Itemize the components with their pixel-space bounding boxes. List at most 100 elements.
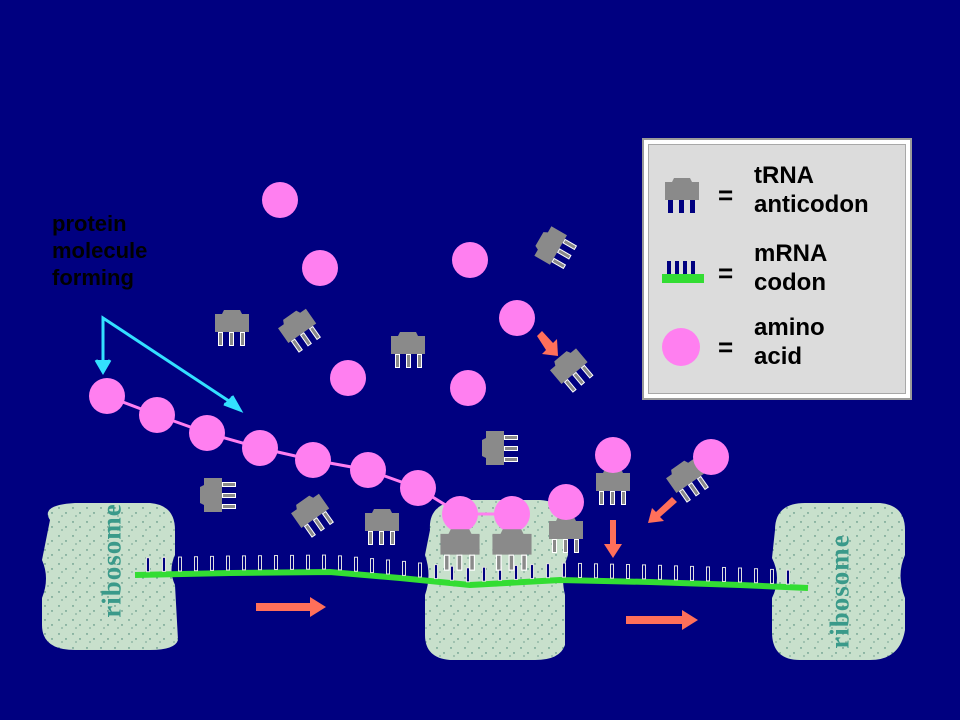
codon-tick: [754, 568, 758, 584]
legend-trna-line1: tRNA: [754, 162, 814, 189]
free-trna: [365, 509, 399, 545]
free-trna: [275, 305, 325, 355]
incoming-trna: [595, 437, 631, 505]
legend-mrna-line2: codon: [754, 269, 826, 296]
codon-tick: [674, 565, 678, 581]
codon-tick: [162, 556, 166, 572]
mrna-codons: [146, 554, 790, 585]
codon-tick: [418, 562, 422, 578]
direction-arrows: [256, 331, 698, 630]
free-amino-acids: [262, 182, 535, 406]
chain-amino-acid-9: [494, 496, 530, 532]
codon-tick: [738, 567, 742, 583]
codon-tick: [370, 558, 374, 574]
legend-equals-1: =: [718, 180, 734, 210]
codon-tick: [578, 562, 582, 578]
codon-tick: [642, 564, 646, 580]
codon-tick: [146, 557, 150, 573]
free-trna: [530, 224, 580, 272]
free-amino-acid: [499, 300, 535, 336]
codon-tick: [466, 567, 470, 583]
codon-tick: [690, 565, 694, 581]
codon-tick: [338, 555, 342, 571]
free-amino-acid: [302, 250, 338, 286]
codon-tick: [226, 555, 230, 571]
amino-acid-icon: [662, 328, 700, 366]
protein-pointer: [94, 315, 244, 413]
free-trna: [215, 310, 249, 346]
bound-trna: [492, 529, 532, 571]
trna-icon: [665, 178, 699, 213]
codon-tick: [194, 556, 198, 572]
free-trna: [200, 478, 236, 512]
codon-tick: [610, 563, 614, 579]
codon-tick: [786, 569, 790, 585]
codon-tick: [530, 564, 534, 580]
legend-mrna-line1: mRNA: [754, 240, 828, 267]
free-amino-acid: [450, 370, 486, 406]
mrna-strand: [134, 554, 809, 591]
codon-tick: [514, 564, 518, 580]
codon-tick: [290, 554, 294, 570]
chain-amino-acid-1: [89, 378, 125, 414]
codon-tick: [594, 563, 598, 579]
chain-amino-acid-4: [242, 430, 278, 466]
incoming-trna: [663, 439, 729, 505]
free-amino-acid: [262, 182, 298, 218]
codon-tick: [258, 555, 262, 571]
amino-acid-binding-arrow: [537, 331, 558, 356]
codon-tick: [626, 564, 630, 580]
codon-tick: [706, 566, 710, 582]
ribosome-right: [772, 503, 905, 660]
codon-tick: [562, 562, 566, 578]
trna-entry-arrow: [604, 520, 622, 558]
free-trna: [482, 431, 518, 465]
codon-tick: [482, 566, 486, 582]
chain-amino-acid-6: [350, 452, 386, 488]
codon-tick: [322, 554, 326, 570]
codon-tick: [450, 565, 454, 581]
mrna-direction-arrow: [626, 610, 698, 630]
bound-trnas: [440, 437, 729, 571]
mrna-codon-icon: [662, 261, 704, 283]
codon-tick: [402, 560, 406, 576]
ribosome-left: [42, 503, 178, 650]
protein-label-line2: molecule: [52, 238, 148, 263]
chain-amino-acid-7: [400, 470, 436, 506]
codon-tick: [658, 564, 662, 580]
codon-tick: [274, 555, 278, 571]
legend-equals-2: =: [718, 258, 734, 288]
codon-tick: [386, 559, 390, 575]
codon-tick: [178, 556, 182, 572]
legend-icon-layer: [662, 178, 704, 366]
chain-amino-acid-8: [442, 496, 478, 532]
legend-equals-3: =: [718, 332, 734, 362]
free-amino-acid: [452, 242, 488, 278]
legend-trna-line2: anticodon: [754, 191, 869, 218]
free-amino-acid: [330, 360, 366, 396]
incoming-trna: [548, 484, 584, 553]
protein-label-line1: protein: [52, 211, 127, 236]
chain-amino-acid-2: [139, 397, 175, 433]
codon-tick: [210, 555, 214, 571]
protein-label-line3: forming: [52, 265, 134, 290]
codon-tick: [354, 556, 358, 572]
legend-amino-line1: amino: [754, 314, 825, 341]
codon-tick: [546, 563, 550, 579]
protein-forming-label: protein molecule forming: [52, 210, 147, 291]
bound-trna: [440, 529, 480, 571]
trna-entry-arrow: [648, 497, 677, 523]
mrna-direction-arrow: [256, 597, 326, 617]
codon-tick: [722, 566, 726, 582]
codon-tick: [770, 568, 774, 584]
chain-amino-acid-5: [295, 442, 331, 478]
legend-item-amino: amino acid: [754, 313, 825, 371]
free-trna: [391, 332, 425, 368]
protein-chain: [89, 378, 530, 532]
codon-tick: [242, 555, 246, 571]
free-trnas: [200, 224, 597, 545]
codon-tick: [306, 554, 310, 570]
ribosome-right-label: ribosome: [824, 534, 855, 649]
legend-item-mrna: mRNA codon: [754, 239, 827, 297]
